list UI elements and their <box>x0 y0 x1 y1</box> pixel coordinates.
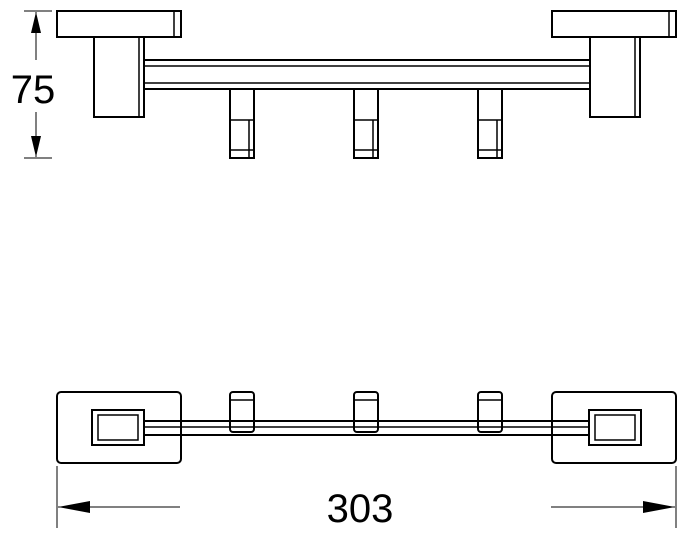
front-view <box>56 10 677 159</box>
top-hook-3 <box>477 391 503 433</box>
front-hook-1 <box>229 88 255 159</box>
front-right-wall-plate <box>551 10 677 38</box>
front-hook-2 <box>353 88 379 159</box>
front-right-post <box>589 36 641 118</box>
width-dimension: 303 <box>56 466 677 531</box>
height-dimension: 75 <box>11 10 56 159</box>
width-label: 303 <box>327 487 394 531</box>
height-arrow-down <box>31 136 41 157</box>
width-arrow-right <box>643 501 675 513</box>
height-arrow-up <box>31 12 41 33</box>
front-hook-3 <box>477 88 503 159</box>
front-left-wall-plate <box>56 10 182 38</box>
top-left-post-inner <box>97 414 139 441</box>
top-view <box>56 391 677 464</box>
top-right-post-inner <box>594 414 636 441</box>
front-left-post <box>93 36 145 118</box>
height-label: 75 <box>11 68 56 112</box>
width-arrow-left <box>58 501 90 513</box>
front-horizontal-bar <box>143 59 591 90</box>
top-hook-1 <box>229 391 255 433</box>
top-hook-2 <box>353 391 379 433</box>
